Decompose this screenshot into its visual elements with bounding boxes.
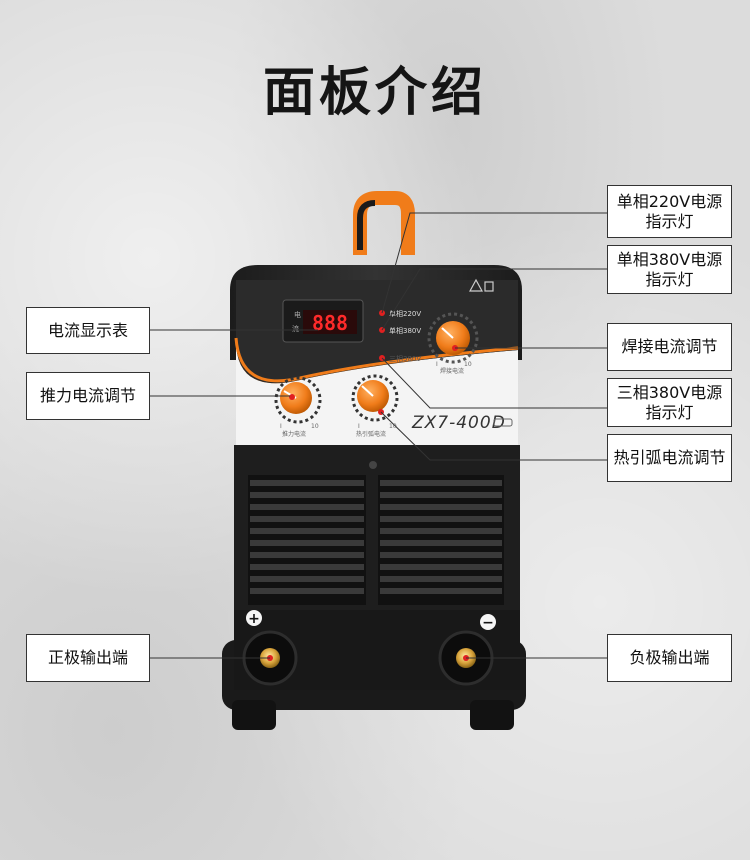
label-push-current: 推力电流调节 — [26, 372, 150, 420]
indicator-3p380-text: 三相380V — [389, 354, 421, 363]
arc-knob-label: 热引弧电流 — [356, 430, 386, 438]
svg-text:I: I — [358, 423, 360, 430]
svg-text:I: I — [280, 423, 282, 430]
indicator-380-text: 单相380V — [389, 326, 421, 335]
weld-knob-label: 焊接电流 — [440, 367, 464, 375]
foot-left — [232, 700, 276, 730]
svg-text:10: 10 — [311, 423, 319, 430]
warning-icon — [468, 278, 484, 292]
push-knob-label: 推力电流 — [282, 430, 306, 438]
label-current-meter: 电流显示表 — [26, 307, 150, 354]
svg-text:I: I — [436, 361, 438, 368]
svg-text:10: 10 — [389, 423, 397, 430]
label-single-380: 单相380V电源 指示灯 — [607, 245, 732, 294]
model-name: ZX7-400D — [411, 413, 506, 433]
svg-text:10: 10 — [464, 361, 472, 368]
svg-text:流: 流 — [292, 324, 299, 333]
manual-icon — [484, 281, 494, 292]
indicator-220-text: 单相220V — [389, 309, 421, 318]
label-hot-arc: 热引弧电流调节 — [607, 434, 732, 482]
display-digits: 888 — [312, 311, 348, 335]
foot-right — [470, 700, 514, 730]
svg-text:电: 电 — [294, 310, 301, 319]
label-weld-current: 焊接电流调节 — [607, 323, 732, 371]
label-positive-output: 正极输出端 — [26, 634, 150, 682]
label-negative-output: 负极输出端 — [607, 634, 732, 682]
plus-symbol: + — [248, 611, 260, 627]
label-single-220: 单相220V电源 指示灯 — [607, 185, 732, 238]
minus-symbol: − — [482, 615, 494, 631]
page-title: 面板介绍 — [262, 63, 487, 123]
label-three-380: 三相380V电源 指示灯 — [607, 378, 732, 427]
